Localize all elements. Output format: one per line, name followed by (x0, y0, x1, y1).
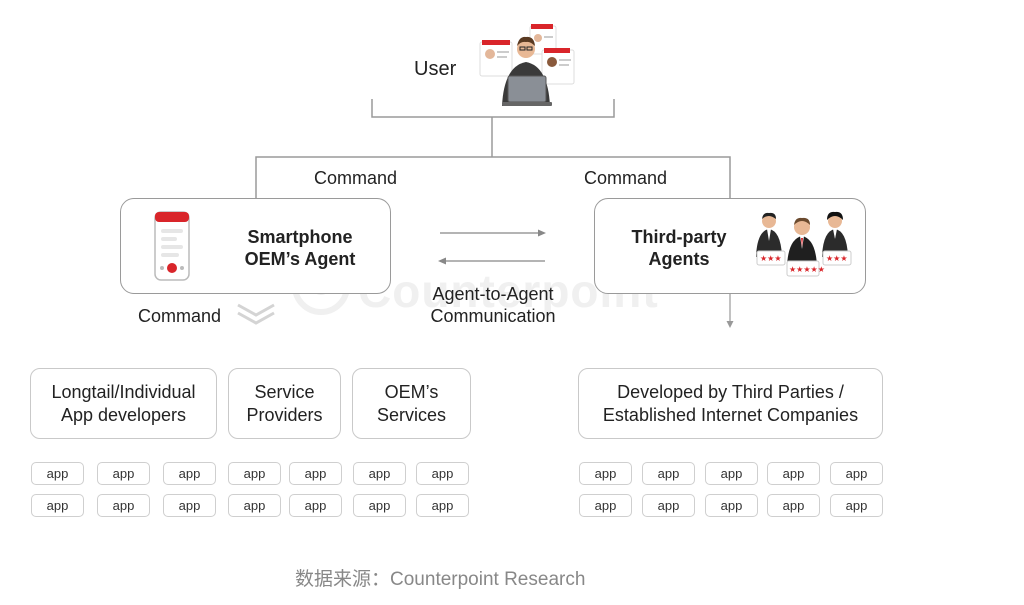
app-tile: app (416, 462, 469, 485)
app-tile: app (705, 494, 758, 517)
app-tile: app (289, 494, 342, 517)
source-caption: 数据来源：Counterpoint Research (295, 564, 585, 591)
app-tile: app (705, 462, 758, 485)
user-at-laptop-icon (479, 24, 575, 106)
user-label: User (414, 58, 457, 80)
app-tile: app (830, 494, 883, 517)
app-tile: app (228, 494, 281, 517)
category-third-party-developers: Developed by Third Parties /Established … (578, 368, 883, 439)
third-party-agents-box: Third-party Agents ★★★ ★★★ ★★★★★ (594, 198, 866, 294)
app-tile: app (579, 494, 632, 517)
app-tile: app (353, 494, 406, 517)
app-tile: app (289, 462, 342, 485)
app-tile: app (163, 462, 216, 485)
app-tile: app (642, 494, 695, 517)
agent-to-agent-label: Agent-to-Agent Communication (418, 283, 568, 327)
category-line1: Longtail/Individual (51, 381, 196, 402)
svg-text:★★★★★: ★★★★★ (789, 265, 825, 274)
app-tile: app (642, 462, 695, 485)
a2a-line2: Communication (430, 306, 556, 326)
app-tile: app (830, 462, 883, 485)
app-tile: app (767, 494, 820, 517)
app-tile: app (163, 494, 216, 517)
app-tile: app (416, 494, 469, 517)
app-tile: app (353, 462, 406, 485)
business-people-icon: ★★★ ★★★ ★★★★★ (756, 211, 852, 277)
svg-text:★★★: ★★★ (826, 254, 848, 263)
category-line1: Developed by Third Parties / (617, 381, 844, 402)
app-tile: app (97, 494, 150, 517)
app-tile: app (228, 462, 281, 485)
command-label-left: Command (314, 168, 398, 188)
category-line1: Service (254, 381, 315, 402)
app-tile: app (31, 462, 84, 485)
app-tile: app (31, 494, 84, 517)
category-line2: Providers (246, 404, 323, 425)
command-label-right: Command (584, 168, 668, 188)
command-label-bottom: Command (138, 306, 222, 326)
source-prefix: 数据来源： (295, 569, 391, 590)
oem-agent-title: Smartphone OEM’s Agent (219, 226, 381, 270)
oem-agent-box: Smartphone OEM’s Agent (120, 198, 391, 294)
app-tile: app (97, 462, 150, 485)
third-party-title: Third-party Agents (613, 226, 745, 270)
category-line1: OEM’s (384, 381, 439, 402)
smartphone-icon (154, 211, 190, 281)
category-line2: Services (376, 404, 447, 425)
app-tile: app (579, 462, 632, 485)
oem-agent-line1: Smartphone (247, 227, 353, 247)
svg-text:★★★: ★★★ (760, 254, 782, 263)
category-line2: App developers (60, 404, 187, 425)
source-name: Counterpoint Research (390, 569, 586, 590)
oem-agent-line2: OEM’s Agent (244, 249, 356, 269)
category-line2: Established Internet Companies (602, 404, 859, 425)
third-party-line1: Third-party (631, 227, 727, 247)
a2a-line1: Agent-to-Agent (432, 284, 554, 304)
third-party-line2: Agents (648, 249, 710, 269)
app-tile: app (767, 462, 820, 485)
